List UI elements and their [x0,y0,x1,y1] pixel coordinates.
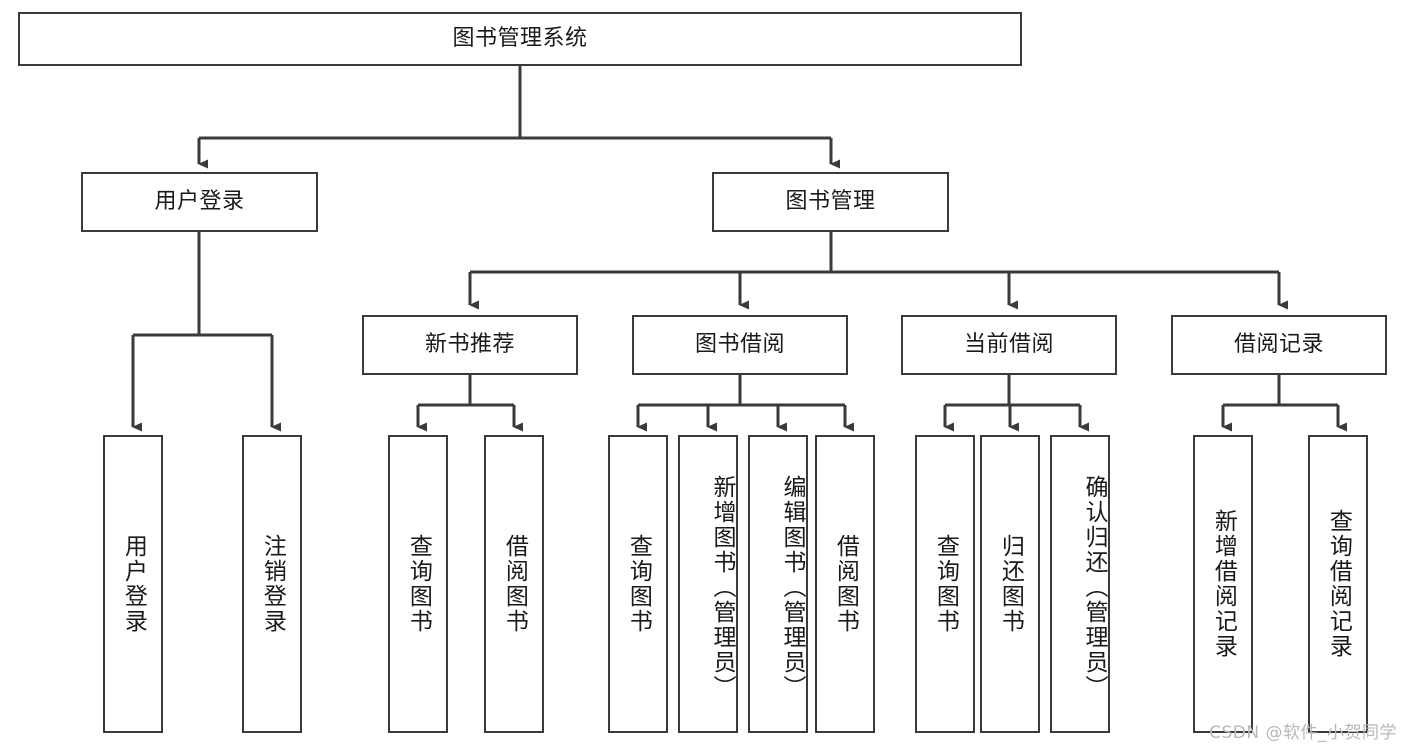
leaf-label: 查询借阅记录 [1325,509,1352,659]
leaf-query-book-recommend[interactable]: 查询图书 [388,435,448,733]
leaf-borrow-book[interactable]: 借阅图书 [815,435,875,733]
leaf-return-book[interactable]: 归还图书 [980,435,1040,733]
node-book-management[interactable]: 图书管理 [712,172,949,232]
leaf-query-book-current[interactable]: 查询图书 [915,435,975,733]
node-new-book-recommend[interactable]: 新书推荐 [362,315,578,375]
leaf-label: 确认归还（管理员） [1081,474,1107,700]
node-borrow-record[interactable]: 借阅记录 [1171,315,1387,375]
leaf-label: 用户登录 [120,534,147,634]
leaf-borrow-book-recommend[interactable]: 借阅图书 [484,435,544,733]
leaf-add-borrow-record[interactable]: 新增借阅记录 [1193,435,1253,733]
node-root-system[interactable]: 图书管理系统 [18,12,1022,66]
leaf-label: 查询图书 [405,534,432,634]
leaf-label: 借阅图书 [832,534,859,634]
watermark-text: CSDN @软件_小贺同学 [1209,723,1397,743]
leaf-query-book-borrow[interactable]: 查询图书 [608,435,668,733]
leaf-label: 新增借阅记录 [1210,509,1237,659]
leaf-edit-book-admin[interactable]: 编辑图书（管理员） [748,435,808,733]
leaf-label: 借阅图书 [501,534,528,634]
leaf-user-login[interactable]: 用户登录 [103,435,163,733]
leaf-label: 新增图书（管理员） [709,474,735,700]
leaf-label: 归还图书 [997,534,1024,634]
leaf-confirm-return-admin[interactable]: 确认归还（管理员） [1050,435,1110,733]
leaf-label: 注销登录 [259,534,286,634]
node-book-borrow[interactable]: 图书借阅 [632,315,848,375]
node-user-login[interactable]: 用户登录 [81,172,318,232]
leaf-query-borrow-record[interactable]: 查询借阅记录 [1308,435,1368,733]
leaf-add-book-admin[interactable]: 新增图书（管理员） [678,435,738,733]
leaf-label: 查询图书 [625,534,652,634]
leaf-label: 查询图书 [932,534,959,634]
node-current-borrow[interactable]: 当前借阅 [901,315,1117,375]
leaf-logout[interactable]: 注销登录 [242,435,302,733]
leaf-label: 编辑图书（管理员） [779,474,805,700]
